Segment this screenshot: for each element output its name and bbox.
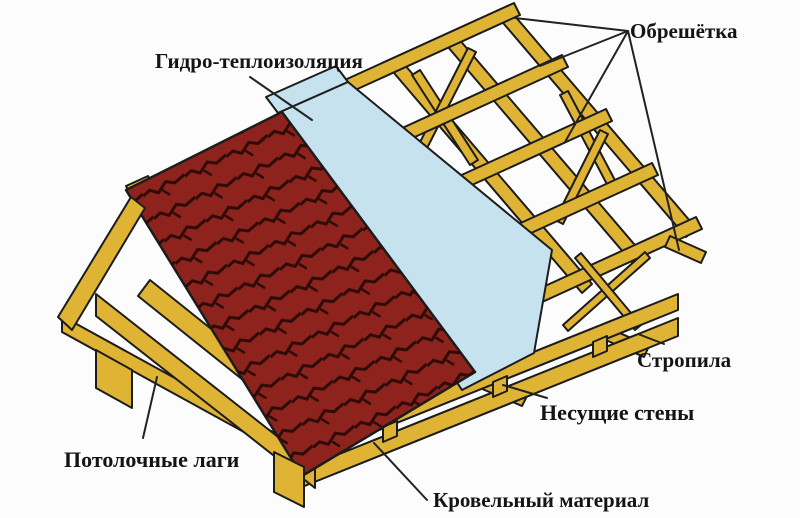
wall-spacer-block [492,375,508,398]
pointer-sheathing [627,30,680,251]
shingle-pattern-overlay [126,112,475,476]
labels: Гидро-теплоизоляция Обрешётка Стропила Н… [64,19,738,512]
pointer-walls [502,384,548,399]
front-gable-frame [57,196,305,508]
label-roofing-material: Кровельный материал [433,488,649,512]
label-load-bearing-walls: Несущие стены [540,400,694,425]
gable-rafter [57,196,146,331]
pointer-rafters [637,333,665,345]
pointer-sheathing [539,30,629,67]
wall-spacer-block [592,335,608,358]
pointer-lines [142,17,680,501]
corner-post [95,349,133,409]
pointer-roofing [373,442,428,501]
front-corner-post [273,451,305,508]
roofing-material [124,110,477,478]
pointer-insulation [249,76,313,121]
label-sheathing: Обрешётка [630,19,738,43]
label-rafters: Стропила [637,348,732,372]
pointer-joists [142,376,158,439]
label-ceiling-joists: Потолочные лаги [64,447,240,472]
pointer-sheathing [514,17,629,32]
rafter-tail [664,235,707,264]
ceiling-joist [95,293,316,489]
pointer-sheathing [564,30,629,143]
label-insulation: Гидро-теплоизоляция [155,49,363,73]
